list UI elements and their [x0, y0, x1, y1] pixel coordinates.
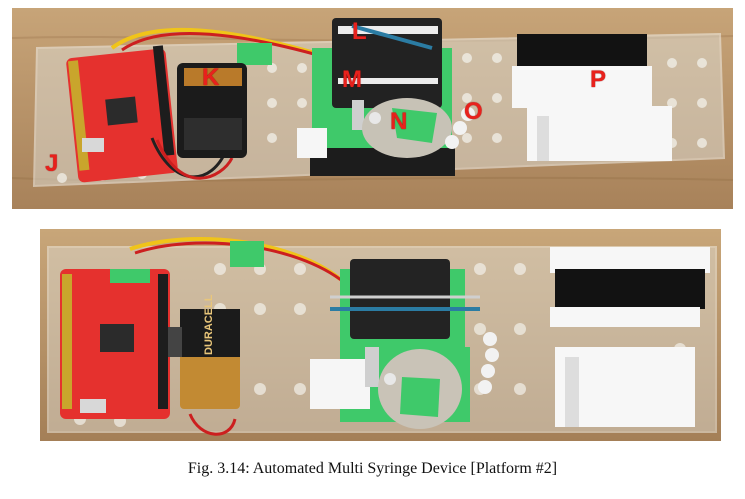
battery-9v-bottom: DURACELL [168, 294, 240, 409]
callout-l: L [352, 18, 367, 45]
servo-assembly [297, 18, 455, 176]
callout-m: M [342, 66, 362, 93]
tape-strip [237, 43, 272, 65]
photo-top-illustration [12, 8, 733, 209]
callout-j: J [45, 150, 59, 177]
photo-platform-bottom: DURACELL [40, 229, 721, 441]
battery-brand-text: DURACELL [203, 294, 215, 355]
syringe-holders-bottom [550, 247, 710, 427]
servo-assembly-bottom [310, 259, 480, 429]
tape-strip-bottom [230, 241, 264, 267]
arduino-board [66, 45, 178, 183]
callout-k: K [202, 64, 220, 91]
arduino-board-bottom [60, 269, 170, 419]
battery-9v [177, 63, 247, 158]
syringe-rail [445, 107, 475, 149]
photo-platform-top: J K L M N O P [12, 8, 733, 209]
syringe-rail-bottom [478, 332, 499, 394]
photo-bottom-illustration: DURACELL [40, 229, 721, 441]
callout-p: P [590, 66, 607, 93]
syringe-holders [512, 34, 672, 161]
figure-caption: Fig. 3.14: Automated Multi Syringe Devic… [187, 460, 558, 477]
callout-o: O [464, 98, 483, 125]
callout-n: N [390, 108, 408, 135]
